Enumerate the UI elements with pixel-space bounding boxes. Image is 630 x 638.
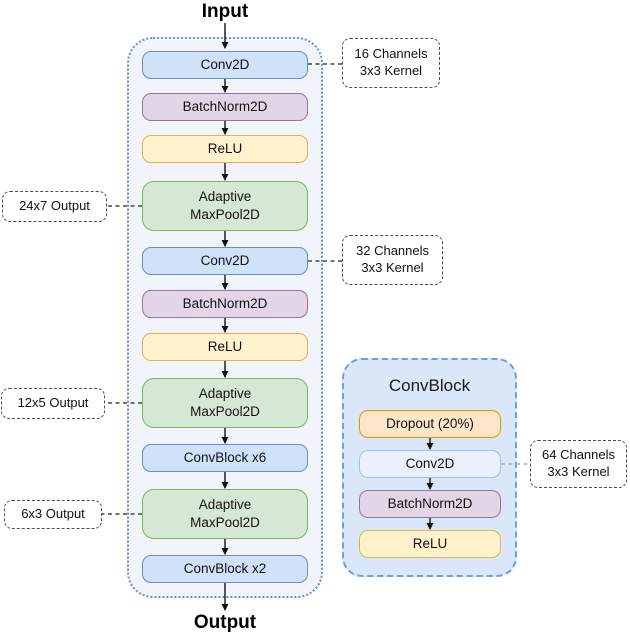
layer-batchnorm2d-2: BatchNorm2D <box>142 290 308 318</box>
annotation-pool3-output: 6x3 Output <box>4 500 102 529</box>
detail-layer-conv2d: Conv2D <box>359 450 501 478</box>
layer-relu-1: ReLU <box>142 135 308 163</box>
layer-convblock-x6: ConvBlock x6 <box>142 444 308 472</box>
annotation-line: 32 Channels <box>356 243 429 259</box>
annotation-pool2-output: 12x5 Output <box>1 388 105 419</box>
detail-layer-dropout: Dropout (20%) <box>359 410 501 438</box>
annotation-conv1-params: 16 Channels 3x3 Kernel <box>342 38 440 88</box>
convblock-detail-title: ConvBlock <box>388 376 471 395</box>
layer-conv2d-1: Conv2D <box>142 51 308 79</box>
annotation-pool1-output: 24x7 Output <box>2 191 107 222</box>
layer-adaptive-maxpool2d-1: Adaptive MaxPool2D <box>142 181 308 231</box>
detail-layer-batchnorm2d: BatchNorm2D <box>359 490 501 518</box>
annotation-convblock-conv-params: 64 Channels 3x3 Kernel <box>530 440 627 488</box>
annotation-line: 24x7 Output <box>19 198 90 214</box>
annotation-conv2-params: 32 Channels 3x3 Kernel <box>342 235 443 285</box>
annotation-line: 12x5 Output <box>17 395 89 411</box>
layer-relu-2: ReLU <box>142 333 308 361</box>
layer-conv2d-2: Conv2D <box>142 247 308 275</box>
annotation-line: 16 Channels <box>354 46 428 62</box>
layer-adaptive-maxpool2d-2: Adaptive MaxPool2D <box>142 378 308 428</box>
annotation-line: 3x3 Kernel <box>359 63 423 78</box>
annotation-line: 64 Channels <box>542 447 615 463</box>
layer-adaptive-maxpool2d-3: Adaptive MaxPool2D <box>142 489 308 539</box>
annotation-line: 3x3 Kernel <box>547 464 610 479</box>
annotation-line: 6x3 Output <box>21 506 85 522</box>
annotation-line: 3x3 Kernel <box>361 260 424 275</box>
input-label: Input <box>201 1 249 22</box>
detail-layer-relu: ReLU <box>359 530 501 558</box>
layer-convblock-x2: ConvBlock x2 <box>142 555 308 583</box>
output-label: Output <box>193 612 257 633</box>
layer-batchnorm2d-1: BatchNorm2D <box>142 93 308 121</box>
